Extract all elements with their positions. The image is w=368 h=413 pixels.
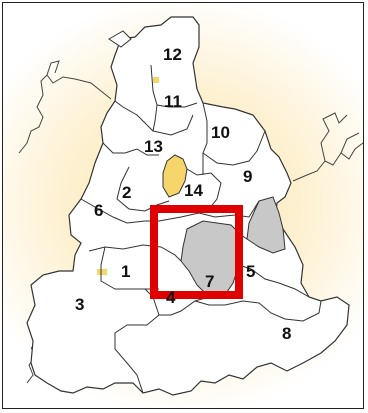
district-label-11: 11 bbox=[164, 92, 182, 111]
yellow-spot-north bbox=[153, 77, 159, 83]
district-label-13: 13 bbox=[144, 137, 163, 156]
district-label-3: 3 bbox=[75, 295, 84, 314]
yellow-spot-west bbox=[97, 269, 107, 275]
district-label-5: 5 bbox=[246, 262, 255, 281]
district-7-area bbox=[180, 220, 242, 298]
river-spur-east bbox=[340, 132, 360, 154]
district-label-6: 6 bbox=[94, 201, 103, 220]
outer-boundary-lines bbox=[18, 60, 363, 384]
district-label-14: 14 bbox=[184, 181, 203, 200]
district-label-4: 4 bbox=[166, 288, 176, 307]
yellow-area bbox=[162, 154, 188, 198]
district-label-1: 1 bbox=[121, 262, 130, 281]
river-spur-northwest bbox=[46, 60, 60, 76]
outlying-piece-north bbox=[108, 30, 132, 48]
district-label-9: 9 bbox=[243, 167, 252, 186]
river-line-northwest bbox=[18, 74, 112, 154]
district-labels: 12 11 10 13 9 2 14 6 1 5 7 4 3 8 bbox=[75, 45, 291, 343]
district-label-8: 8 bbox=[282, 324, 291, 343]
district-label-2: 2 bbox=[122, 183, 131, 202]
district-map: 12 11 10 13 9 2 14 6 1 5 7 4 3 8 bbox=[18, 16, 363, 396]
river-branch-east bbox=[320, 112, 348, 162]
selection-frame[interactable] bbox=[150, 205, 243, 299]
district-label-12: 12 bbox=[163, 45, 182, 64]
district-boundaries bbox=[80, 64, 322, 394]
district-5-strip bbox=[246, 196, 286, 254]
river-line-east bbox=[292, 142, 363, 182]
district-label-7: 7 bbox=[205, 272, 214, 291]
map-frame: 12 11 10 13 9 2 14 6 1 5 7 4 3 8 bbox=[2, 2, 364, 409]
district-label-10: 10 bbox=[211, 123, 230, 142]
